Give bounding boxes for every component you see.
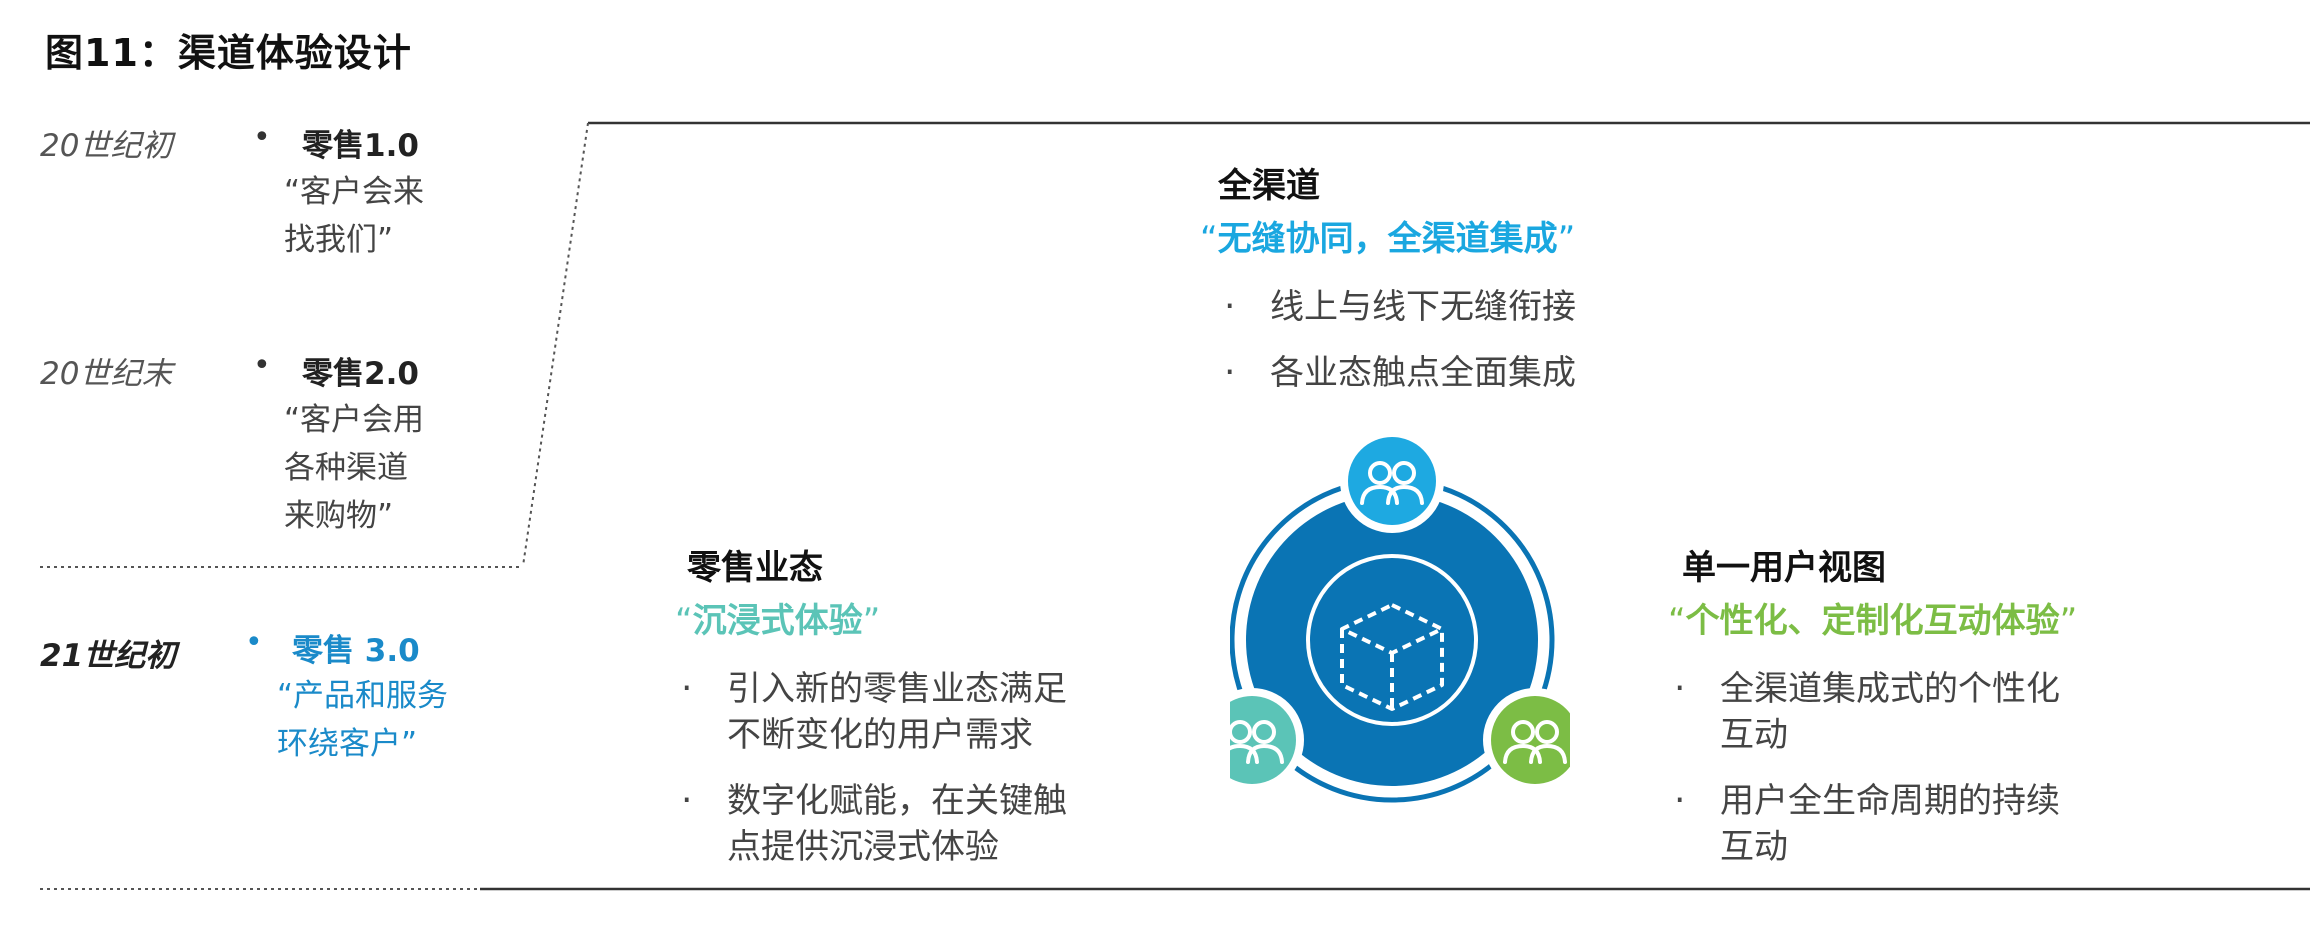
omni-point-2: 各业态触点全面集成	[1218, 350, 1800, 396]
bullet-2: •	[253, 348, 271, 383]
view-point-1: 全渠道集成式的个性化互动	[1668, 666, 2068, 758]
format-quote-open: “	[675, 601, 693, 641]
format-points: 引入新的零售业态满足不断变化的用户需求 数字化赋能，在关键触点提供沉浸式体验	[675, 666, 1075, 870]
customer-view-block: 单一用户视图 “个性化、定制化互动体验” 全渠道集成式的个性化互动 用户全生命周…	[1668, 540, 2148, 890]
inner-ring	[1306, 554, 1478, 726]
format-point-2: 数字化赋能，在关键触点提供沉浸式体验	[675, 778, 1075, 870]
omni-channel-block: 全渠道 “无缝协同，全渠道集成” 线上与线下无缝衔接 各业态触点全面集成	[1200, 158, 1800, 416]
format-quote-close: ”	[862, 601, 881, 641]
page-title: 图11：渠道体验设计	[45, 31, 412, 75]
omni-subtitle: “无缝协同，全渠道集成”	[1200, 211, 1800, 260]
view-point-2: 用户全生命周期的持续互动	[1668, 778, 2068, 870]
format-subtitle: “沉浸式体验”	[675, 593, 1135, 642]
era-quote-2: “客户会用 各种渠道 来购物”	[284, 402, 425, 534]
people-icon-top	[1340, 435, 1444, 533]
view-title: 单一用户视图	[1682, 548, 1886, 588]
view-quote-close: ”	[2059, 601, 2078, 641]
omni-quote-close: ”	[1557, 219, 1576, 259]
omni-subtitle-text: 无缝协同，全渠道集成	[1217, 219, 1558, 259]
era-heading-2: 零售2.0	[302, 356, 419, 392]
era-heading-1: 零售1.0	[302, 128, 419, 164]
omni-point-1: 线上与线下无缝衔接	[1218, 284, 1800, 330]
view-quote-open: “	[1668, 601, 1686, 641]
era-quote-3: “产品和服务 环绕客户”	[277, 678, 449, 762]
era-quote-1: “客户会来 找我们”	[284, 174, 425, 258]
format-subtitle-text: 沉浸式体验	[692, 601, 863, 641]
channel-circle-diagram	[1230, 435, 1570, 803]
era-label-1: 20世纪初	[40, 128, 173, 164]
era-label-2: 20世纪末	[40, 356, 173, 392]
retail-format-block: 零售业态 “沉浸式体验” 引入新的零售业态满足不断变化的用户需求 数字化赋能，在…	[675, 540, 1135, 890]
omni-title: 全渠道	[1218, 166, 1320, 206]
omni-points: 线上与线下无缝衔接 各业态触点全面集成	[1200, 284, 1800, 396]
bullet-3: •	[245, 625, 263, 660]
era-label-3: 21世纪初	[40, 638, 177, 674]
cube-icon	[1340, 603, 1444, 711]
bullet-1: •	[253, 120, 271, 155]
era-heading-3: 零售 3.0	[292, 633, 420, 669]
format-title: 零售业态	[687, 548, 823, 588]
view-points: 全渠道集成式的个性化互动 用户全生命周期的持续互动	[1668, 666, 2068, 870]
format-point-1: 引入新的零售业态满足不断变化的用户需求	[675, 666, 1075, 758]
view-subtitle-text: 个性化、定制化互动体验	[1685, 601, 2060, 641]
omni-quote-open: “	[1200, 219, 1218, 259]
view-subtitle: “个性化、定制化互动体验”	[1668, 593, 2148, 642]
people-icon-right	[1483, 688, 1570, 792]
main-disc	[1246, 494, 1538, 786]
people-icon-left	[1230, 688, 1304, 792]
